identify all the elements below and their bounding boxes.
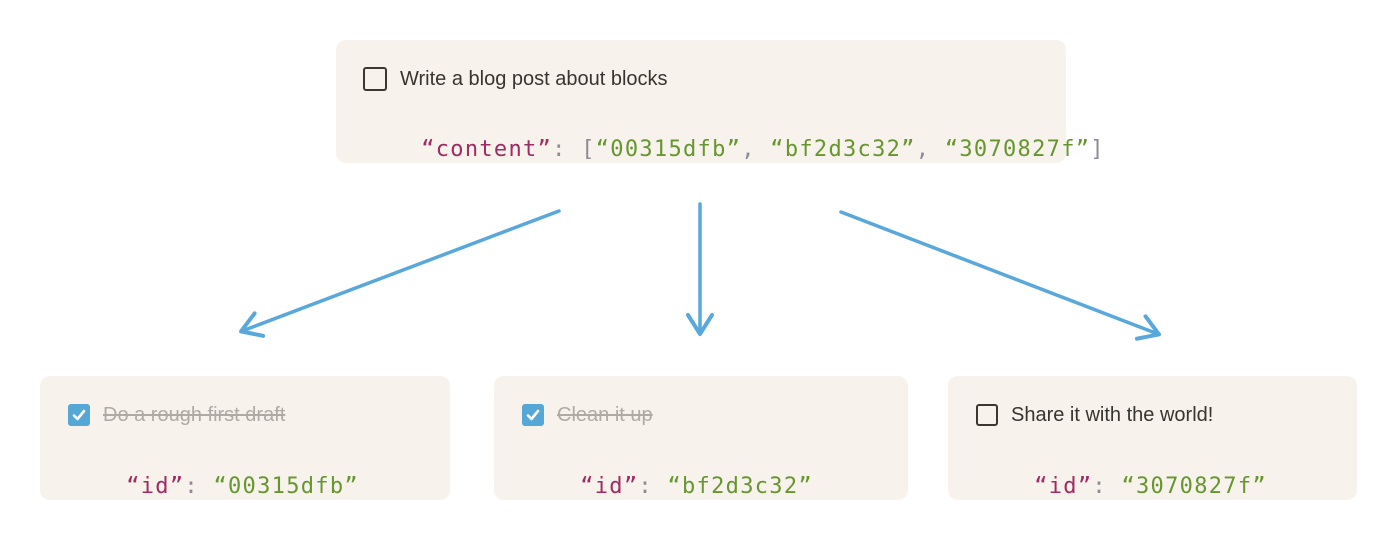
- code-token-bracket-open: [: [581, 137, 596, 162]
- code-token-colon: :: [184, 474, 214, 499]
- code-token-key: “content”: [421, 137, 553, 162]
- arrow-to-child-1: [239, 209, 561, 338]
- code-token-value-2: “bf2d3c32”: [770, 137, 916, 162]
- parent-todo-label: Write a blog post about blocks: [400, 68, 668, 90]
- code-token-value-3: “3070827f”: [944, 137, 1091, 162]
- code-token-key: “id”: [1034, 474, 1093, 499]
- checkbox-checked-icon[interactable]: [522, 404, 544, 426]
- code-token-comma-1: ,: [741, 137, 771, 162]
- code-token-value: “bf2d3c32”: [667, 474, 813, 499]
- child-2-todo-row: Clean it up: [522, 402, 908, 428]
- code-token-value-1: “00315dfb”: [595, 137, 742, 162]
- child-2-todo-label: Clean it up: [557, 404, 653, 426]
- parent-code-line: “content”: [“00315dfb”, “bf2d3c32”, “307…: [363, 105, 1103, 195]
- checkbox-unchecked-icon[interactable]: [363, 67, 387, 91]
- child-3-code-line: “id”: “3070827f”: [976, 442, 1357, 532]
- child-3-todo-label: Share it with the world!: [1011, 404, 1214, 426]
- checkmark-icon: [526, 409, 540, 421]
- code-token-key: “id”: [126, 474, 185, 499]
- child-1-todo-label: Do a rough first draft: [103, 404, 286, 426]
- parent-block-card: Write a blog post about blocks “content”…: [336, 40, 1104, 163]
- checkbox-unchecked-icon[interactable]: [976, 404, 998, 426]
- arrow-to-child-3: [839, 210, 1161, 341]
- child-block-card-2: Clean it up “id”: “bf2d3c32”: [494, 376, 908, 500]
- child-1-code-line: “id”: “00315dfb”: [68, 442, 450, 532]
- child-2-code-line: “id”: “bf2d3c32”: [522, 442, 908, 532]
- checkmark-icon: [72, 409, 86, 421]
- child-block-card-3: Share it with the world! “id”: “3070827f…: [948, 376, 1357, 500]
- code-token-bracket-close: ]: [1090, 137, 1105, 162]
- code-token-colon: :: [638, 474, 668, 499]
- child-3-todo-row: Share it with the world!: [976, 402, 1357, 428]
- child-block-card-1: Do a rough first draft “id”: “00315dfb”: [40, 376, 450, 500]
- code-token-key: “id”: [580, 474, 639, 499]
- code-token-colon: :: [1092, 474, 1122, 499]
- parent-todo-row: Write a blog post about blocks: [363, 66, 1066, 92]
- child-1-todo-row: Do a rough first draft: [68, 402, 450, 428]
- code-token-colon: :: [552, 137, 582, 162]
- code-token-comma-2: ,: [915, 137, 945, 162]
- code-token-value: “00315dfb”: [213, 474, 359, 499]
- code-token-value: “3070827f”: [1121, 474, 1267, 499]
- checkbox-checked-icon[interactable]: [68, 404, 90, 426]
